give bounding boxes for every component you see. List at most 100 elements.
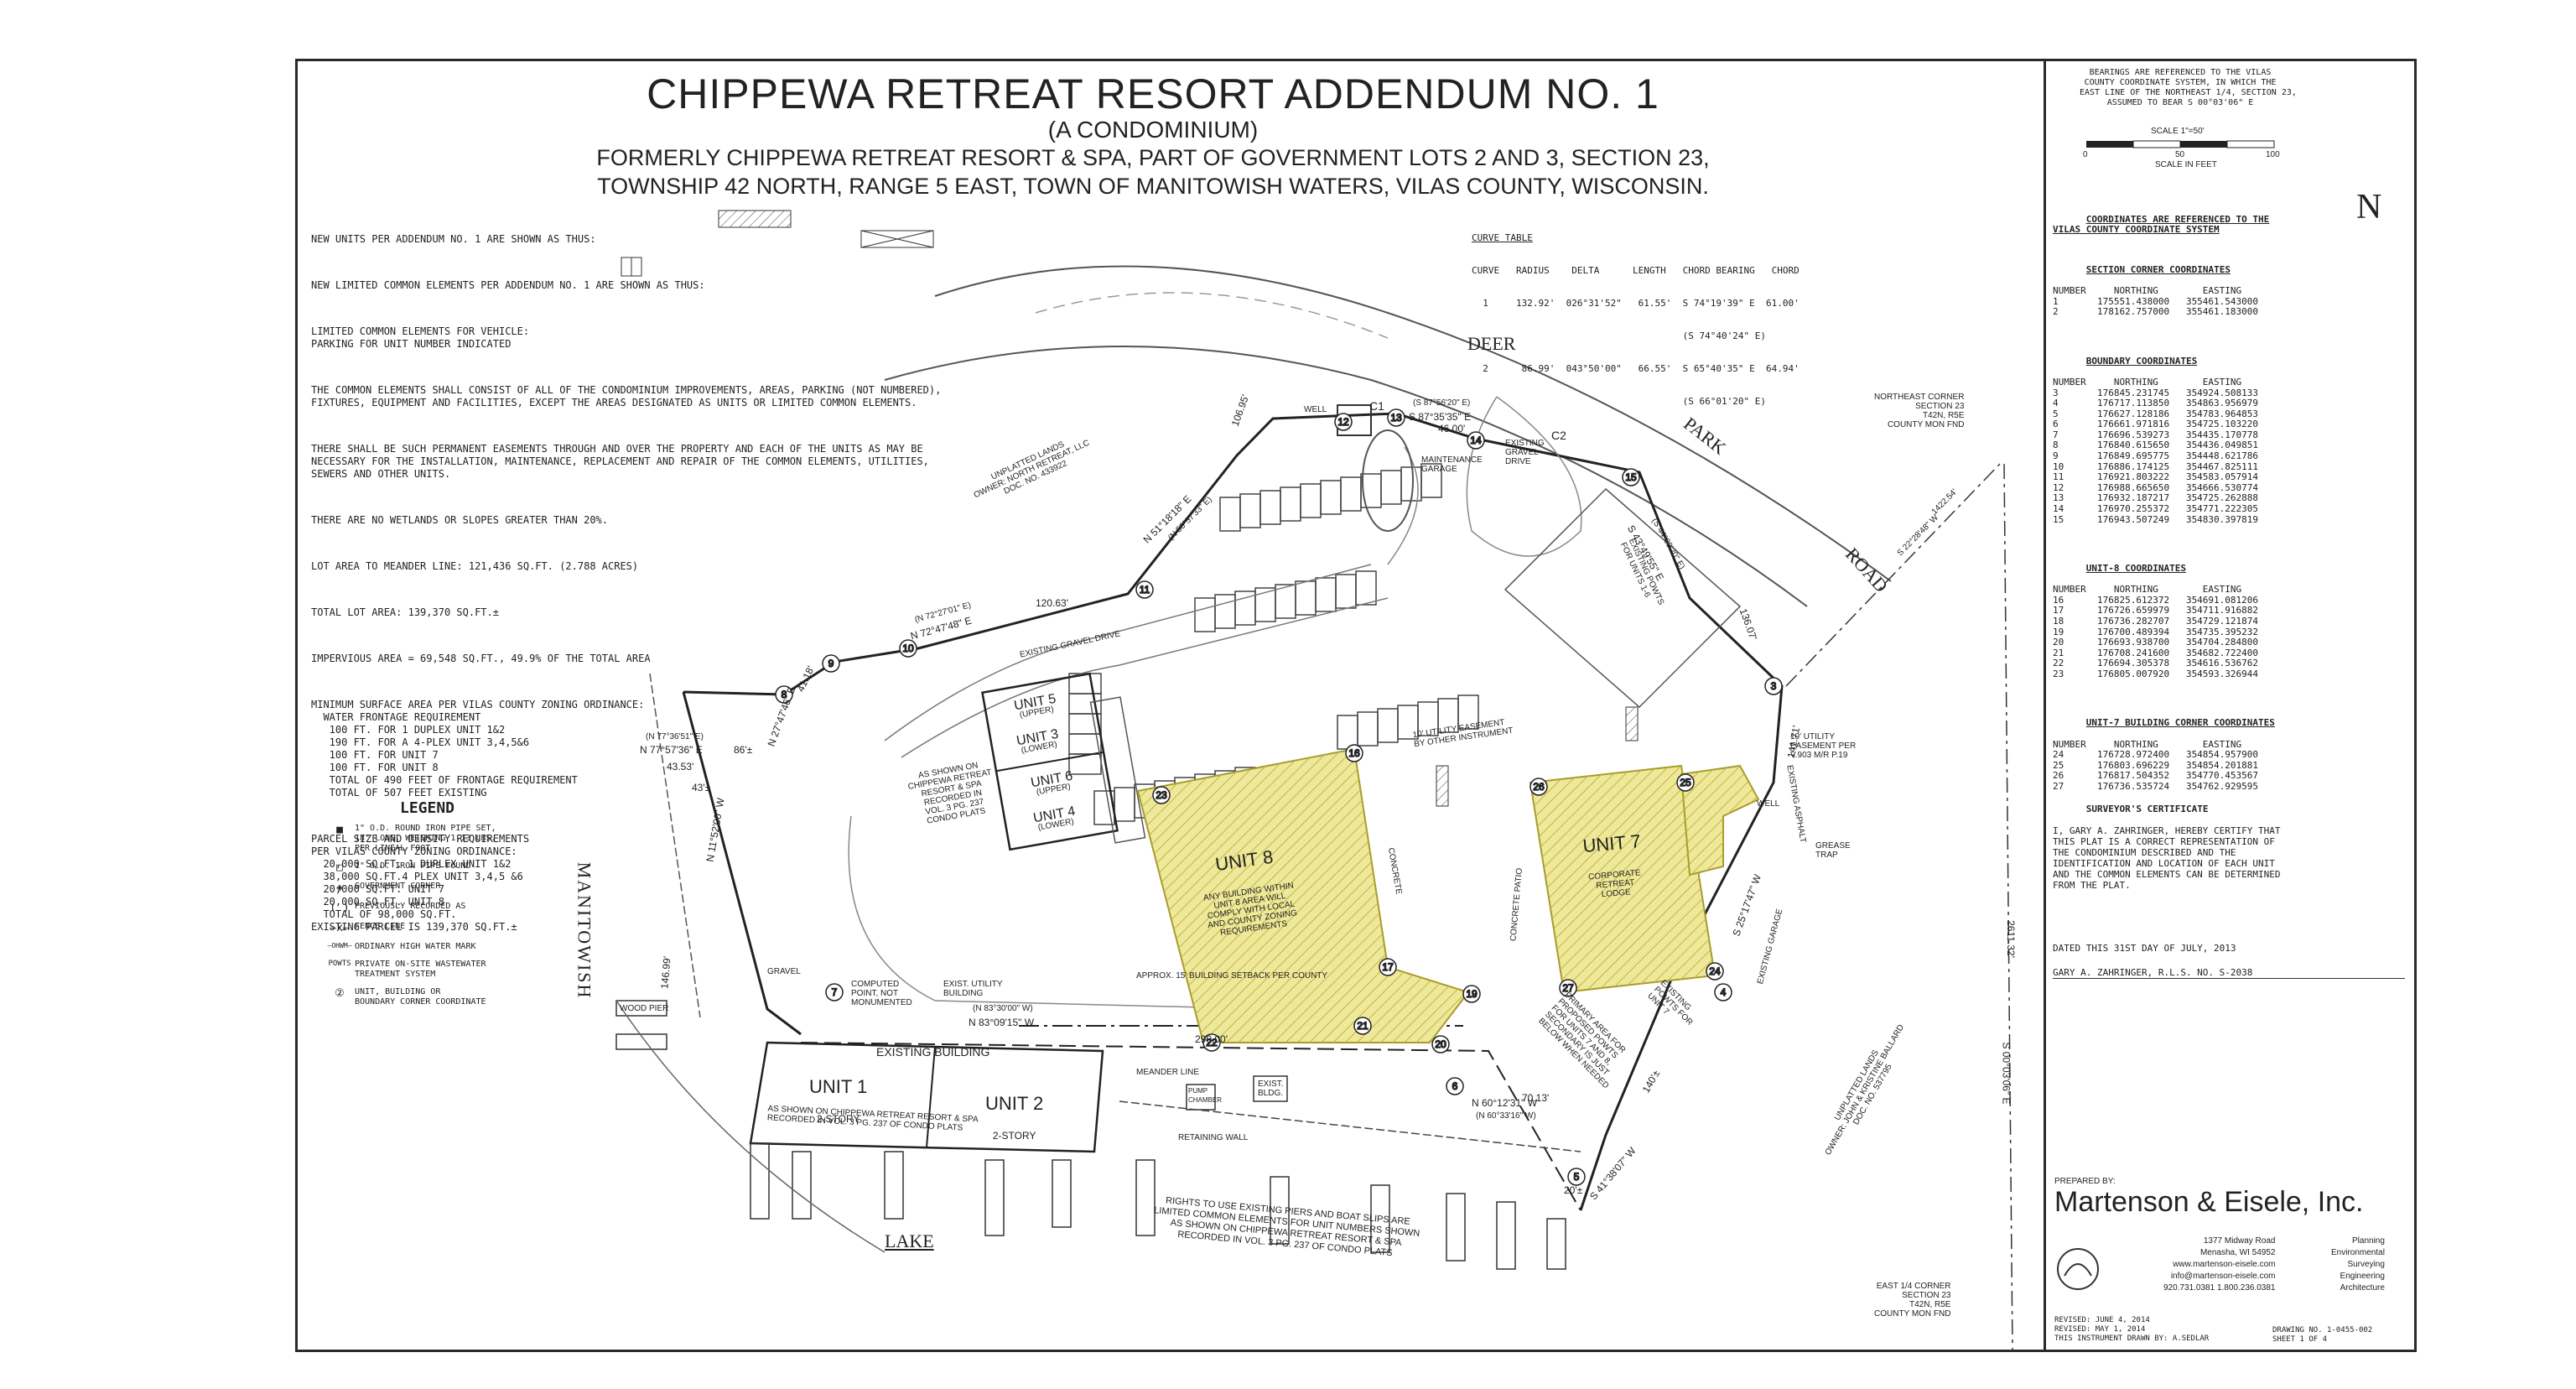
plat-description-line1: FORMERLY CHIPPEWA RETREAT RESORT & SPA, … (596, 145, 1710, 170)
svg-text:19: 19 (1466, 988, 1478, 1000)
unit2-label: UNIT 2 2-STORY (985, 1093, 1044, 1142)
surveyor-dated: DATED THIS 31ST DAY OF JULY, 2013 (2053, 943, 2236, 954)
unit8-label: UNIT 8 ANY BUILDING WITHIN UNIT 8 AREA W… (1202, 845, 1298, 939)
bearing-label: (N 83°30'00" W) (973, 1004, 1033, 1013)
drawing-number: DRAWING NO. 1-0455-002 SHEET 1 OF 4 (2272, 1326, 2373, 1344)
iron-pipe-set-icon: ■ (336, 824, 343, 836)
road-edge-south (884, 346, 1808, 607)
dimension-label: 2611.32' (2004, 920, 2017, 958)
note-easements: THERE SHALL BE SUCH PERMANENT EASEMENTS … (311, 443, 929, 480)
curve-c1-label: C1 (1369, 399, 1384, 413)
coordinate-circle-icon: ② (335, 987, 345, 1000)
note-vehicle-parking: LIMITED COMMON ELEMENTS FOR VEHICLE: PAR… (311, 325, 530, 350)
bearing-label: (N 60°33'16" W) (1476, 1111, 1536, 1121)
svg-text:21: 21 (1357, 1020, 1368, 1032)
note-new-units: NEW UNITS PER ADDENDUM NO. 1 ARE SHOWN A… (311, 233, 596, 245)
curve-table-title: CURVE TABLE (1472, 232, 1533, 243)
curve-row: (S 74°40'24" E) (1472, 330, 1766, 341)
units-1-2-building (749, 1041, 1104, 1153)
surveyor-text: I, GARY A. ZAHRINGER, HEREBY CERTIFY THA… (2053, 825, 2281, 891)
surveyor-signature: GARY A. ZAHRINGER, R.L.S. NO. S-2038 (2053, 967, 2405, 979)
bearing-label: N 60°12'31" W (1472, 1097, 1538, 1109)
bearing-label: (N 77°36'51" E) (646, 732, 704, 741)
curve-row: 2 86.99' 043°50'00" 66.55' S 65°40'35" E… (1472, 363, 1800, 374)
revision-notes: REVISED: JUNE 4, 2014 REVISED: MAY 1, 20… (2054, 1316, 2210, 1343)
setback-line-label: APPROX. 15' BUILDING SETBACK PER COUNTY (1136, 971, 1328, 981)
bearing-label: S 00°03'06" E (2000, 1042, 2012, 1105)
note-parcel-density: PARCEL SIZE AND DENSITY REQUIREMENTS PER… (311, 833, 530, 933)
unit7-coords-title: UNIT-7 BUILDING CORNER COORDINATES (2085, 717, 2275, 729)
retaining-wall-label: RETAINING WALL (1178, 1133, 1249, 1142)
svg-text:27: 27 (1562, 982, 1574, 994)
existing-building-label: EXISTING BUILDING (876, 1045, 990, 1059)
legend-item: —OHWM—ORDINARY HIGH WATER MARK (325, 942, 576, 952)
note-water-frontage: MINIMUM SURFACE AREA PER VILAS COUNTY ZO… (311, 699, 645, 799)
curve-table: CURVE TABLE CURVE RADIUS DELTA LENGTH CH… (1472, 211, 1800, 429)
grease-trap-label: GREASE TRAP (1815, 841, 1851, 860)
svg-text:8: 8 (782, 689, 787, 700)
utility-building-label: EXIST. UTILITY BUILDING (943, 980, 1003, 998)
dimension-label: 46.00' (1438, 423, 1466, 434)
government-corner-icon: ◈ (336, 882, 343, 894)
legend: LEGEND ■1" O.D. ROUND IRON PIPE SET, 18"… (325, 799, 576, 1015)
dimension-label: 290.00' (1195, 1033, 1228, 1045)
svg-text:23: 23 (1156, 789, 1167, 801)
surveyor-title: SURVEYOR'S CERTIFICATE (2085, 804, 2209, 814)
note-impervious-area: IMPERVIOUS AREA = 69,548 SQ.FT., 49.9% O… (311, 653, 651, 664)
boundary-coords-title: BOUNDARY COORDINATES (2085, 355, 2198, 367)
dimension-label: 43.53' (667, 761, 694, 773)
piers (615, 1000, 1566, 1270)
firm-name: Martenson & Eisele, Inc. (2054, 1186, 2364, 1218)
bearings-note: BEARINGS ARE REFERENCED TO THE VILAS COU… (2080, 68, 2297, 107)
legend-item: □1" O.D. IRON PIPE FOUND (325, 861, 576, 874)
dimension-label: 43'± (692, 782, 711, 793)
note-lot-area-meander: LOT AREA TO MEANDER LINE: 121,436 SQ.FT.… (311, 560, 639, 572)
curve-row: 1 132.92' 026°31'52" 61.55' S 74°19'39" … (1472, 298, 1800, 309)
general-notes: NEW UNITS PER ADDENDUM NO. 1 ARE SHOWN A… (311, 208, 941, 967)
road-edge-north (934, 265, 1892, 582)
scale-tick: 50 (2175, 150, 2185, 159)
svg-text:7: 7 (832, 986, 838, 998)
firm-block: PREPARED BY: Martenson & Eisele, Inc. 13… (2054, 1177, 2407, 1293)
plat-subtitle: (A CONDOMINIUM) (1047, 117, 1259, 143)
scale-unit: SCALE IN FEET (2155, 160, 2217, 169)
svg-text:16: 16 (1348, 747, 1360, 759)
bearing-label: N 77°57'36" E (640, 744, 703, 756)
unit8-coords-table: NUMBER NORTHING EASTING 16 176825.612372… (2053, 584, 2259, 679)
iron-pipe-found-icon: □ (336, 861, 343, 874)
firm-services: Planning Environmental Surveying Enginee… (2331, 1236, 2385, 1293)
right-info-column: BEARINGS ARE REFERENCED TO THE VILAS COU… (2044, 61, 2414, 1350)
svg-text:12: 12 (1337, 416, 1349, 428)
surveyor-certificate: SURVEYOR'S CERTIFICATE I, GARY A. ZAHRIN… (2053, 793, 2281, 975)
gravel-drive-label: EXISTING GRAVEL DRIVE (1505, 439, 1545, 466)
scale-bar (2086, 140, 2275, 148)
legend-item: ■1" O.D. ROUND IRON PIPE SET, 18" LONG, … (325, 824, 576, 854)
legend-item: —x—FENCE LINE (325, 922, 576, 934)
svg-text:11: 11 (1140, 584, 1150, 596)
deer-road-label: DEER (1467, 333, 1516, 354)
gravel-label: GRAVEL (767, 967, 801, 976)
section-corner-table: NUMBER NORTHING EASTING 1 175551.438000 … (2053, 285, 2259, 318)
scale-tick: 100 (2266, 150, 2280, 159)
lake-label: LAKE (885, 1230, 934, 1251)
east-quarter-corner-label: EAST 1/4 CORNER SECTION 23 T42N, R5E COU… (1874, 1282, 1951, 1319)
dimension-label: 70.13' (1522, 1092, 1550, 1104)
plat-sheet: 12 13 14 15 3 4 5 6 7 8 9 10 11 16 17 19… (295, 59, 2417, 1352)
legend-item: ( )PREVIOUSLY RECORDED AS (325, 902, 576, 914)
curve-c2-label: C2 (1551, 429, 1566, 442)
coordinates-heading: COORDINATES ARE REFERENCED TO THE VILAS … (2053, 213, 2270, 236)
well-label-east: WELL (1757, 799, 1780, 809)
plat-title: CHIPPEWA RETREAT RESORT ADDENDUM NO. 1 (647, 70, 1659, 117)
dimension-label: 20'± (1564, 1184, 1583, 1196)
ohwm-icon: —OHWM— (327, 942, 352, 949)
property-boundary (683, 412, 1784, 1211)
unit8-coords-title: UNIT-8 COORDINATES (2085, 563, 2186, 574)
svg-text:17: 17 (1382, 961, 1394, 973)
scale-label: SCALE 1"=50' (2151, 127, 2205, 136)
svg-text:5: 5 (1574, 1171, 1580, 1183)
svg-text:25: 25 (1680, 777, 1691, 788)
note-total-lot-area: TOTAL LOT AREA: 139,370 SQ.FT.± (311, 606, 499, 618)
powts-icon: POWTS (328, 960, 351, 968)
